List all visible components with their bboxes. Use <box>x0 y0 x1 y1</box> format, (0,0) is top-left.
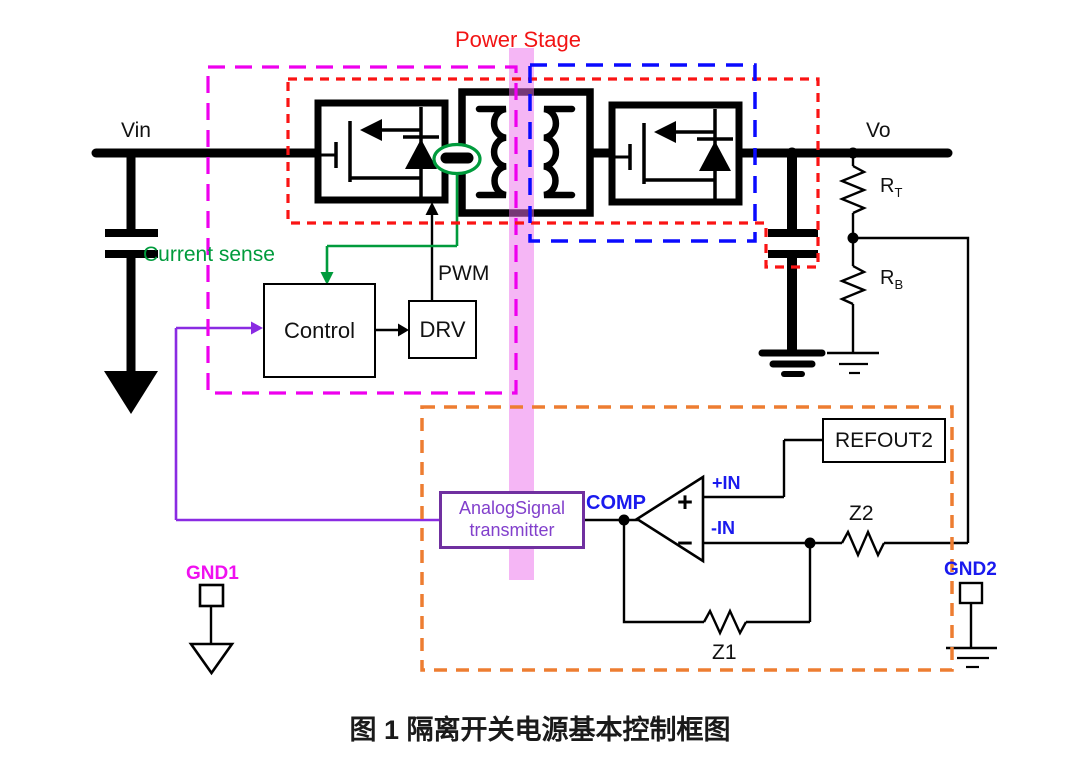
rt-label: RT <box>880 175 902 200</box>
rb-label: RB <box>880 267 903 292</box>
impedance-z1-loop <box>622 520 812 636</box>
z2-label: Z2 <box>849 502 874 525</box>
opamp-plus-sign: + <box>677 487 693 517</box>
gnd2-symbol <box>946 581 997 669</box>
power-stage-region-box <box>286 77 820 269</box>
plus-in-label: +IN <box>712 473 741 493</box>
power-stage-title: Power Stage <box>455 27 581 52</box>
input-capacitor <box>104 153 158 414</box>
rt-label-base: R <box>880 175 895 197</box>
pwm-label: PWM <box>438 262 490 285</box>
refout2-block: REFOUT2 <box>822 418 946 463</box>
plus-input-wire <box>703 438 822 499</box>
control-block: Control <box>263 283 376 378</box>
figure-caption: 图 1 隔离开关电源基本控制框图 <box>349 715 731 745</box>
transmitter-label-line1: AnalogSignal <box>458 498 566 519</box>
vin-label: Vin <box>121 119 151 142</box>
gnd2-label: GND2 <box>944 559 997 580</box>
current-sense-wire <box>320 174 459 285</box>
compensation-wire <box>174 321 439 522</box>
transmitter-label-line2: transmitter <box>469 520 555 540</box>
secondary-winding <box>543 105 576 199</box>
pwm-arrowhead <box>425 202 439 215</box>
vo-label: Vo <box>866 119 891 142</box>
rb-label-sub: B <box>894 277 904 292</box>
compensation-arrowhead <box>251 321 263 335</box>
primary-winding <box>475 105 507 199</box>
impedance-z2 <box>810 528 968 559</box>
control-block-label: Control <box>284 317 355 343</box>
drv-block: DRV <box>408 300 477 359</box>
output-capacitor <box>758 157 826 377</box>
primary-control-region-box <box>206 65 518 395</box>
feedback-sense-wire <box>853 236 970 543</box>
refout2-block-label: REFOUT2 <box>834 428 933 452</box>
resistor-rb <box>827 238 879 375</box>
gnd1-label: GND1 <box>186 563 239 584</box>
error-amplifier-opamp <box>634 474 705 564</box>
current-sense-label: Current sense <box>143 243 275 266</box>
comp-label: COMP <box>586 492 646 514</box>
analog-signal-transmitter-block: AnalogSignal transmitter <box>439 491 585 549</box>
vo-divider-junction-dot <box>847 147 859 159</box>
vo-cap-junction-dot <box>786 147 798 159</box>
opamp-minus-sign: − <box>677 528 693 558</box>
feedback-region-box <box>420 405 954 672</box>
drv-block-label: DRV <box>419 316 466 342</box>
rb-label-base: R <box>880 267 895 289</box>
current-sense-arrowhead <box>320 272 334 285</box>
gnd1-symbol <box>188 583 235 676</box>
z1-label: Z1 <box>712 641 737 664</box>
secondary-region-box <box>528 63 757 243</box>
minus-in-label: -IN <box>711 518 735 538</box>
rt-label-sub: T <box>894 185 903 200</box>
input-ground-arrow <box>104 371 158 414</box>
control-to-drv-arrowhead <box>398 323 409 337</box>
